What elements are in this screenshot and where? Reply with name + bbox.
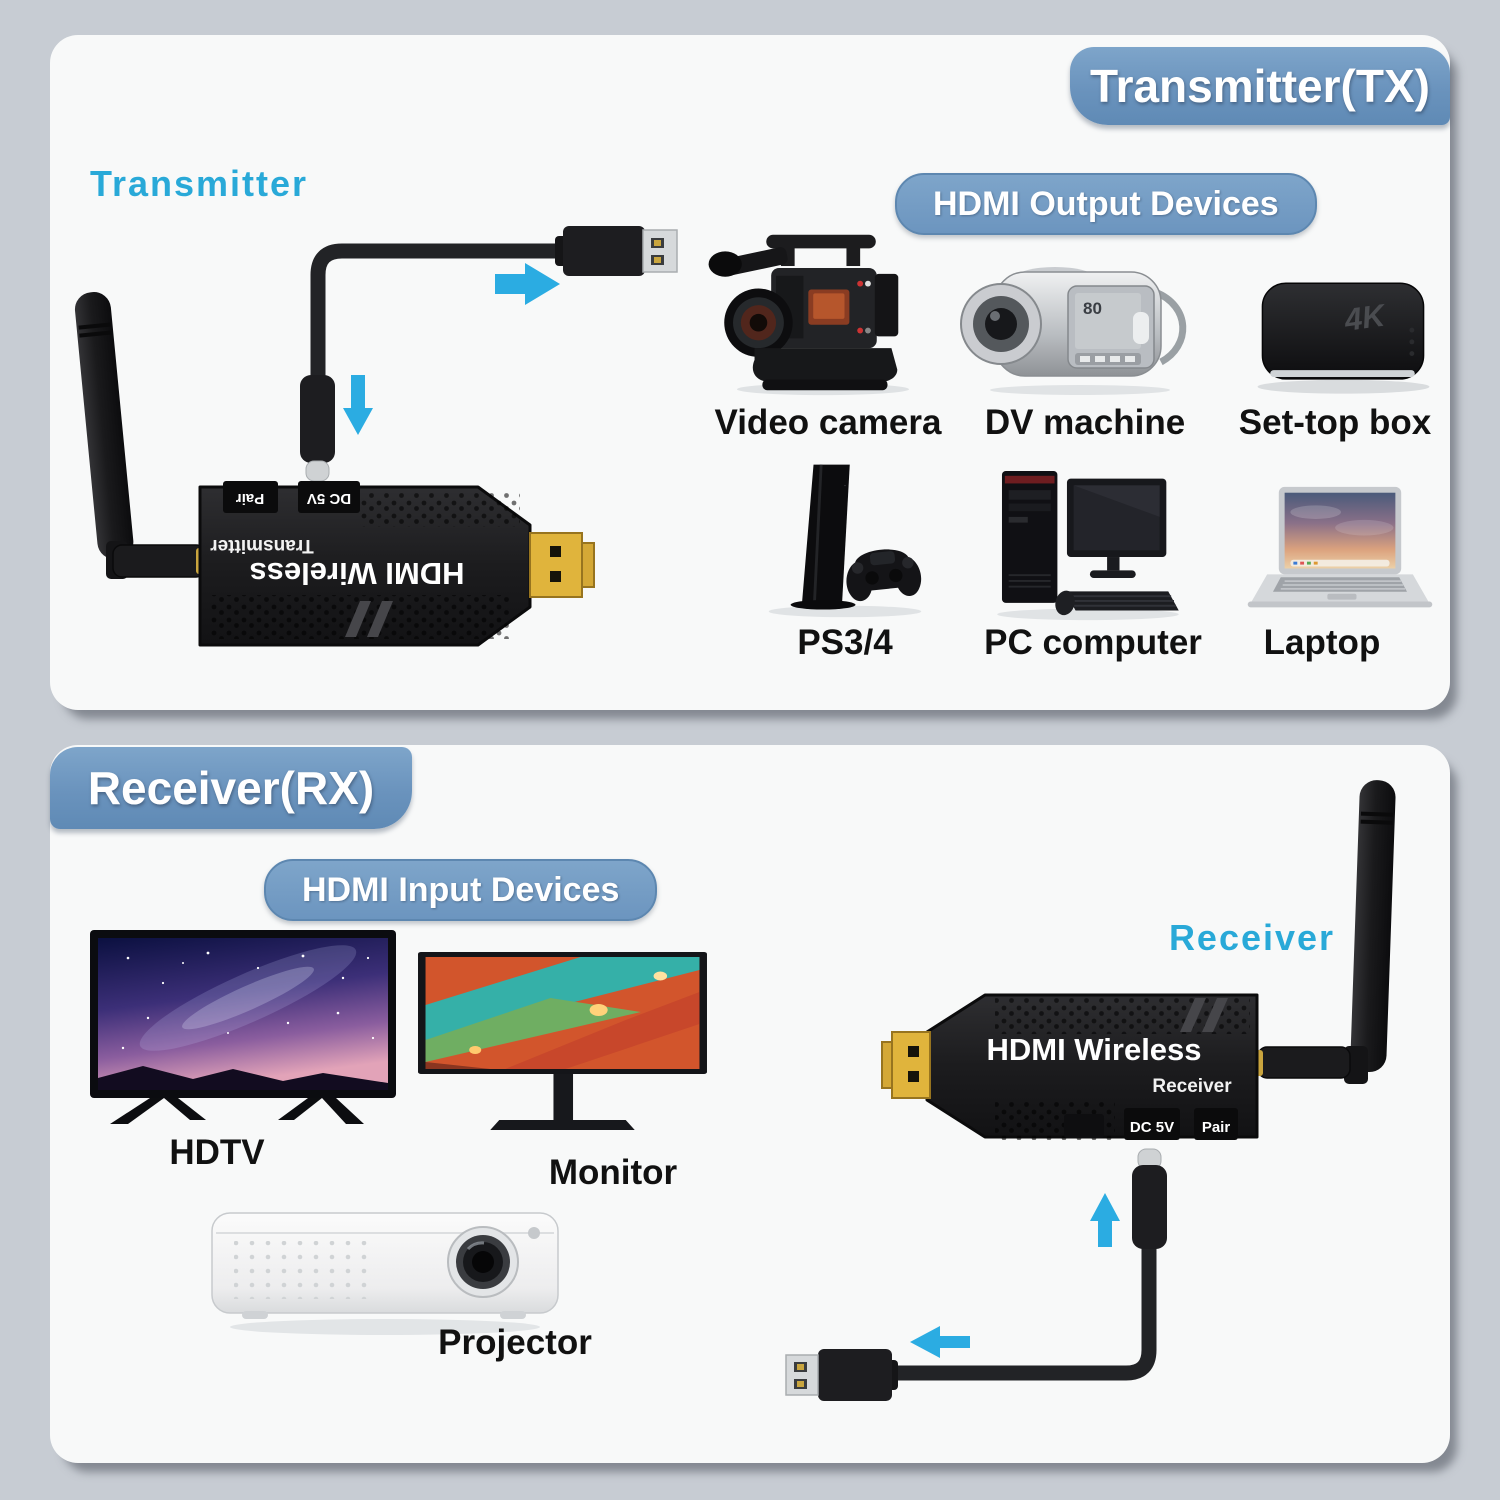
transmitter-unit-label: Transmitter (90, 163, 309, 204)
device-label-laptop: Laptop (1263, 623, 1381, 662)
arrow-left-icon (910, 1326, 970, 1358)
set-top-box-image: 4K (1257, 282, 1430, 394)
tx-dongle-body: Pair DC 5V Transmitter HDMI Wireless (198, 481, 532, 647)
tx-usb-cable-image (300, 226, 678, 482)
receiver-header-text: Receiver(RX) (87, 762, 375, 814)
rx-hdmi-plug-icon (881, 1031, 931, 1099)
device-label-projector: Projector (438, 1323, 592, 1362)
usb-c-plug-icon (1132, 1148, 1167, 1249)
transmitter-panel: Transmitter(TX) Transmitter (50, 35, 1450, 710)
cable-wire (882, 1237, 1157, 1381)
video-camera-image (708, 234, 910, 396)
tx-dongle-role-text: Transmitter (210, 535, 314, 556)
rx-dongle-body: DC 5V Pair HDMI Wireless Receiver (925, 993, 1259, 1140)
tv-legs (110, 1098, 364, 1124)
projector-image (211, 1212, 559, 1335)
device-label-set-top-box: Set-top box (1238, 403, 1432, 442)
dv-machine-image: 80 (960, 267, 1187, 395)
settop-4k-text: 4K (1341, 297, 1389, 338)
receiver-dongle-image: DC 5V Pair HDMI Wireless Receiver (881, 780, 1396, 1140)
monitor-image (418, 952, 707, 1130)
usb-a-plug-icon (785, 1349, 898, 1401)
cable-wire (310, 243, 571, 387)
rx-port-pair-label: Pair (1202, 1119, 1231, 1136)
device-label-ps34: PS3/4 (797, 623, 893, 662)
arrow-right-icon (495, 263, 560, 305)
laptop-image (1247, 486, 1433, 608)
rx-dongle-role-text: Receiver (1152, 1076, 1232, 1097)
rx-antenna-icon (1250, 780, 1396, 1084)
tx-dongle-brand-text: HDMI Wireless (249, 556, 464, 591)
device-label-video-camera: Video camera (714, 403, 942, 442)
device-label-monitor: Monitor (548, 1153, 678, 1192)
hdmi-output-devices-text: HDMI Output Devices (933, 184, 1279, 223)
tx-hdmi-plug-icon (529, 532, 595, 598)
rx-port-dc5v-label: DC 5V (1130, 1119, 1174, 1136)
usb-c-plug-icon (300, 375, 335, 482)
transmitter-header-badge: Transmitter(TX) (1070, 47, 1450, 125)
game-controller-icon (846, 549, 922, 602)
device-label-pc-computer: PC computer (984, 623, 1202, 662)
arrow-up-icon (1090, 1193, 1120, 1247)
tx-port-dc5v-label: DC 5V (307, 490, 351, 507)
hdmi-input-devices-text: HDMI Input Devices (302, 870, 620, 909)
pc-computer-image (997, 471, 1179, 621)
transmitter-dongle-image: Pair DC 5V Transmitter HDMI Wireless (74, 292, 595, 647)
transmitter-header-text: Transmitter(TX) (1090, 60, 1430, 112)
device-label-hdtv: HDTV (169, 1133, 265, 1172)
rx-dongle-brand-text: HDMI Wireless (986, 1032, 1201, 1067)
hdmi-input-devices-badge: HDMI Input Devices (264, 859, 658, 921)
usb-a-plug-icon (555, 226, 678, 276)
device-label-dv-machine: DV machine (984, 403, 1186, 442)
rx-usb-cable-image (785, 1148, 1167, 1401)
receiver-header-badge: Receiver(RX) (50, 747, 412, 829)
ps-console-image (768, 464, 922, 618)
tx-port-pair-label: Pair (236, 490, 265, 507)
arrow-down-icon (343, 375, 373, 435)
dv-screen-text: 80 (1083, 299, 1102, 318)
hdmi-output-devices-badge: HDMI Output Devices (895, 173, 1317, 235)
receiver-panel: Receiver(RX) HDMI Input Devices (50, 745, 1450, 1463)
tx-antenna-icon (74, 292, 209, 579)
hdtv-image (90, 930, 396, 1124)
receiver-unit-label: Receiver (1168, 917, 1336, 958)
